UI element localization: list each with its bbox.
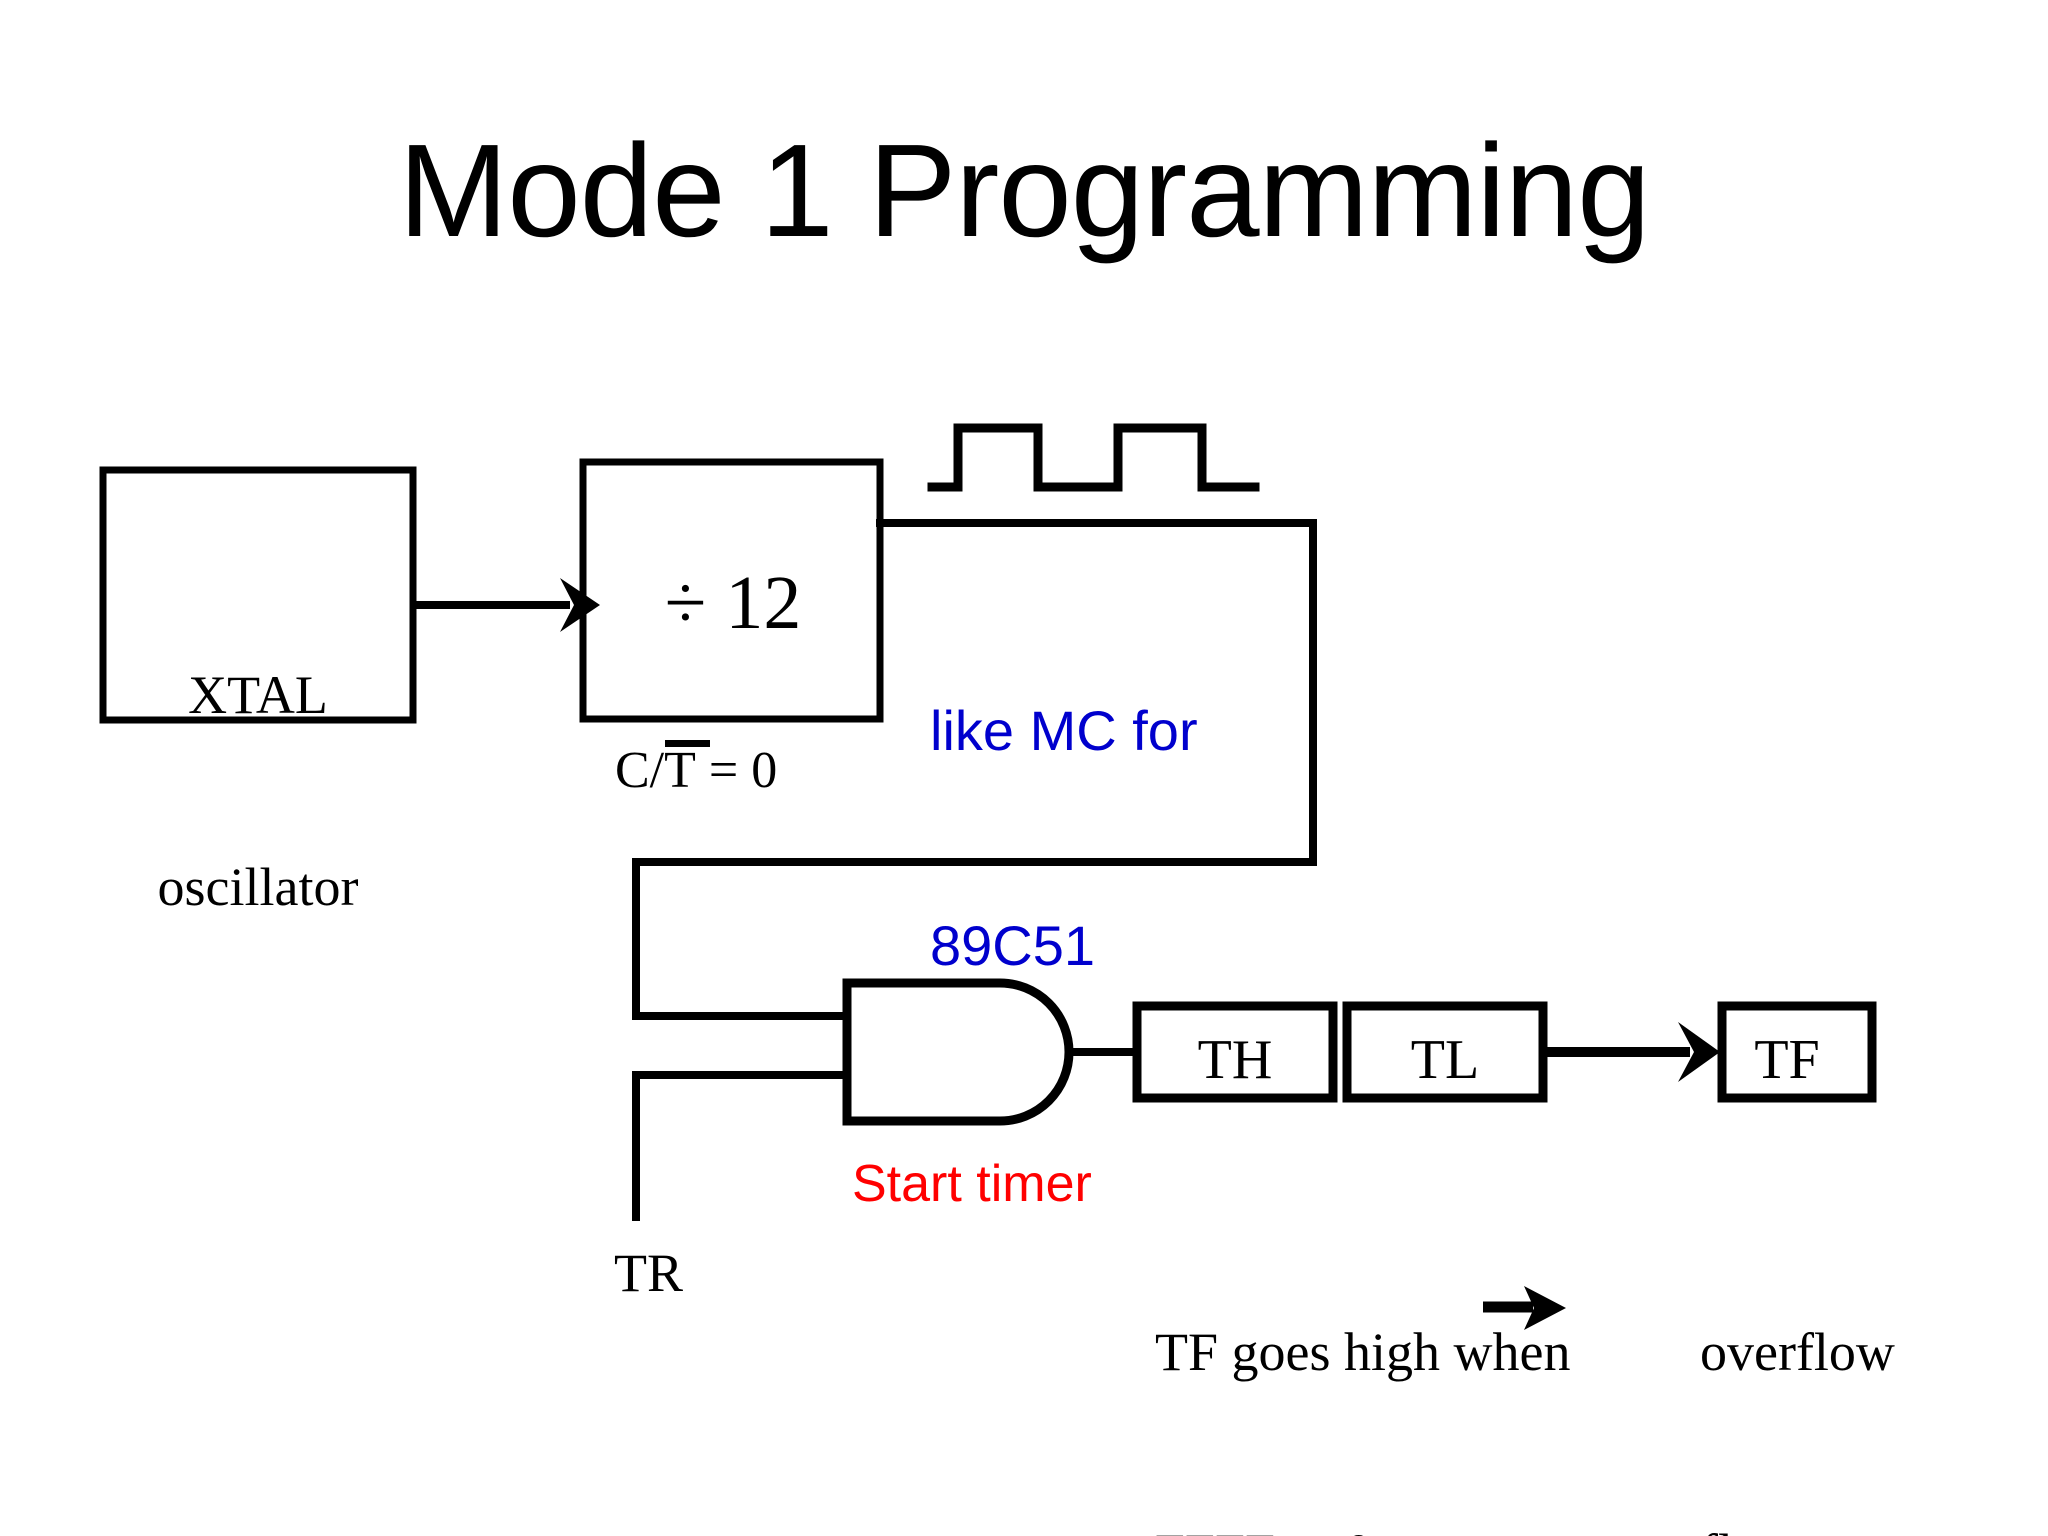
tf-flag-label: TF xyxy=(1754,1029,1820,1091)
divider-output-wire xyxy=(632,519,1317,1020)
overflow-note-line1: overflow xyxy=(1700,1321,1895,1382)
divide-by-12-label: ÷ 12 xyxy=(664,561,802,645)
clock-waveform xyxy=(927,423,1260,492)
xtal-oscillator-label: XTAL oscillator xyxy=(103,537,413,1047)
tl-register-label: TL xyxy=(1410,1029,1480,1091)
tf-note-line1: TF goes high when xyxy=(1155,1321,1571,1382)
divide-by-12-box xyxy=(579,458,884,723)
tl-to-tf-arrowhead xyxy=(1678,1022,1720,1082)
overflow-flag-note: overflow flag xyxy=(1700,1185,1895,1536)
tf-flag-box xyxy=(1717,1001,1877,1103)
ct-suffix: = 0 xyxy=(695,742,778,799)
ct-prefix: C/ xyxy=(615,742,665,799)
ct-overbar-t: T xyxy=(664,740,710,799)
xtal-oscillator-box xyxy=(99,466,417,724)
tr-signal-label: TR xyxy=(614,1243,684,1303)
page-title: Mode 1 Programming xyxy=(398,117,1650,264)
tf-note-line2: FFFF 0 xyxy=(1155,1520,1570,1536)
tr-input-wire xyxy=(632,1071,851,1221)
th-register-label: TH xyxy=(1197,1029,1273,1091)
th-register-box xyxy=(1132,1001,1338,1103)
overflow-note-arrowhead xyxy=(1524,1286,1566,1330)
xtal-label-line2: oscillator xyxy=(157,856,359,917)
counter-timer-select-label: C/T = 0 xyxy=(615,740,778,799)
like-mc-note-line2: 89C51 xyxy=(930,914,1096,978)
like-mc-note-line1: like MC for xyxy=(930,699,1198,763)
start-timer-note: Start timer xyxy=(852,1155,1092,1213)
overflow-note-line2: flag xyxy=(1700,1520,1895,1536)
tf-goes-high-note: TF goes high when FFFF 0 xyxy=(1155,1185,1570,1536)
like-mc-note: like MC for 89C51 xyxy=(930,552,1198,1125)
and-gate xyxy=(842,978,1074,1126)
tf-note-zero: 0 xyxy=(1345,1523,1372,1536)
xtal-label-line1: XTAL xyxy=(188,665,328,726)
tf-note-ffff: FFFF xyxy=(1155,1523,1275,1536)
